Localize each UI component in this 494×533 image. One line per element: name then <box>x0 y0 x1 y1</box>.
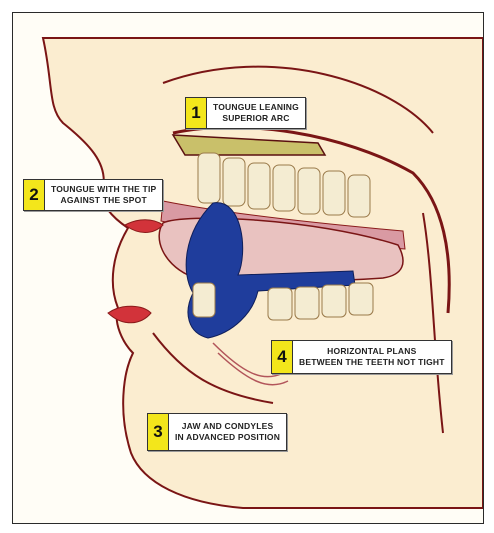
callout-line: TOUNGUE WITH THE TIP <box>51 184 156 195</box>
callout-superior-arc: 1 TOUNGUE LEANING SUPERIOR ARC <box>185 97 306 129</box>
callout-line: BETWEEN THE TEETH NOT TIGHT <box>299 357 445 368</box>
callout-line: SUPERIOR ARC <box>213 113 299 124</box>
callout-number-badge: 3 <box>148 414 169 450</box>
callout-line: HORIZONTAL PLANS <box>299 346 445 357</box>
callout-number-badge: 1 <box>186 98 207 128</box>
callout-tongue-tip: 2 TOUNGUE WITH THE TIP AGAINST THE SPOT <box>23 179 163 211</box>
oral-anatomy-diagram: 1 TOUNGUE LEANING SUPERIOR ARC 2 TOUNGUE… <box>12 12 484 524</box>
callout-number-badge: 2 <box>24 180 45 210</box>
callout-line: IN ADVANCED POSITION <box>175 432 280 443</box>
callout-horizontal-plans: 4 HORIZONTAL PLANS BETWEEN THE TEETH NOT… <box>271 340 452 374</box>
callout-line: TOUNGUE LEANING <box>213 102 299 113</box>
callout-line: JAW AND CONDYLES <box>175 421 280 432</box>
callout-line: AGAINST THE SPOT <box>51 195 156 206</box>
callout-jaw-condyles: 3 JAW AND CONDYLES IN ADVANCED POSITION <box>147 413 287 451</box>
callout-number-badge: 4 <box>272 341 293 373</box>
